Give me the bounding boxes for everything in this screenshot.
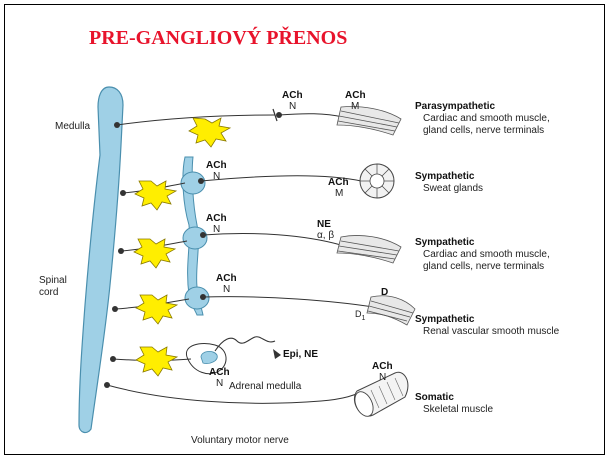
slide: PRE-GANGLIOVÝ PŘENOS [4, 4, 605, 455]
receptor-n: N [289, 101, 296, 112]
target-type: Somatic [415, 392, 454, 403]
target-detail: Skeletal muscle [423, 404, 493, 415]
medulla-label: Medulla [55, 121, 90, 132]
target-type: Sympathetic [415, 237, 475, 248]
smooth-muscle-icon [337, 107, 401, 136]
starburst-icon [135, 181, 176, 210]
target-detail: gland cells, nerve terminals [423, 261, 544, 272]
target-detail: Renal vascular smooth muscle [423, 326, 560, 337]
starburst-icon [136, 347, 177, 376]
ganglion-2 [183, 227, 207, 249]
receptor-ach: ACh [206, 213, 227, 224]
receptor-ach: ACh [209, 367, 230, 378]
target-type: Parasympathetic [415, 101, 495, 112]
target-detail: Cardiac and smooth muscle, [423, 249, 550, 260]
receptor-ach: ACh [372, 361, 393, 372]
receptor-ach: ACh [216, 273, 237, 284]
receptor-m: M [351, 101, 359, 112]
receptor-m: M [335, 188, 343, 199]
starburst-icon [134, 239, 175, 268]
voluntary-motor-nerve-label: Voluntary motor nerve [191, 435, 289, 446]
spinal-cord-line-1: Spinal [39, 275, 67, 286]
sweat-gland-icon [360, 164, 394, 198]
receptor-n: N [213, 224, 220, 235]
receptor-n: N [379, 372, 386, 383]
receptor-ach: ACh [328, 177, 349, 188]
spinal-cord-line-2: cord [39, 287, 58, 298]
smooth-muscle-icon [367, 296, 415, 325]
receptor-ach: ACh [282, 90, 303, 101]
target-type: Sympathetic [415, 171, 475, 182]
receptor-n: N [216, 378, 223, 389]
receptor-d: D [381, 287, 388, 298]
receptor-ach: ACh [345, 90, 366, 101]
spinal-cord-shape [79, 87, 123, 432]
target-detail: Sweat glands [423, 183, 483, 194]
starburst-icon [189, 118, 230, 147]
target-list: Parasympathetic Cardiac and smooth muscl… [415, 101, 560, 415]
target-detail: Cardiac and smooth muscle, [423, 113, 550, 124]
target-type: Sympathetic [415, 314, 475, 325]
epi-ne-label: Epi, NE [283, 349, 318, 360]
receptor-n: N [223, 284, 230, 295]
receptor-d1: D1 [355, 309, 366, 322]
spinal-cord-label: Spinal cord [39, 275, 70, 298]
autonomic-diagram: Medulla Spinal cord Adrenal medulla Volu… [5, 5, 604, 454]
receptor-alpha-beta: α, β [317, 230, 334, 241]
starburst-icon [136, 295, 177, 324]
adrenal-medulla-label: Adrenal medulla [229, 381, 302, 392]
receptor-ne: NE [317, 219, 331, 230]
receptor-n: N [213, 171, 220, 182]
receptor-ach: ACh [206, 160, 227, 171]
epi-arrow [273, 349, 281, 359]
target-detail: gland cells, nerve terminals [423, 125, 544, 136]
smooth-muscle-icon [337, 235, 401, 263]
